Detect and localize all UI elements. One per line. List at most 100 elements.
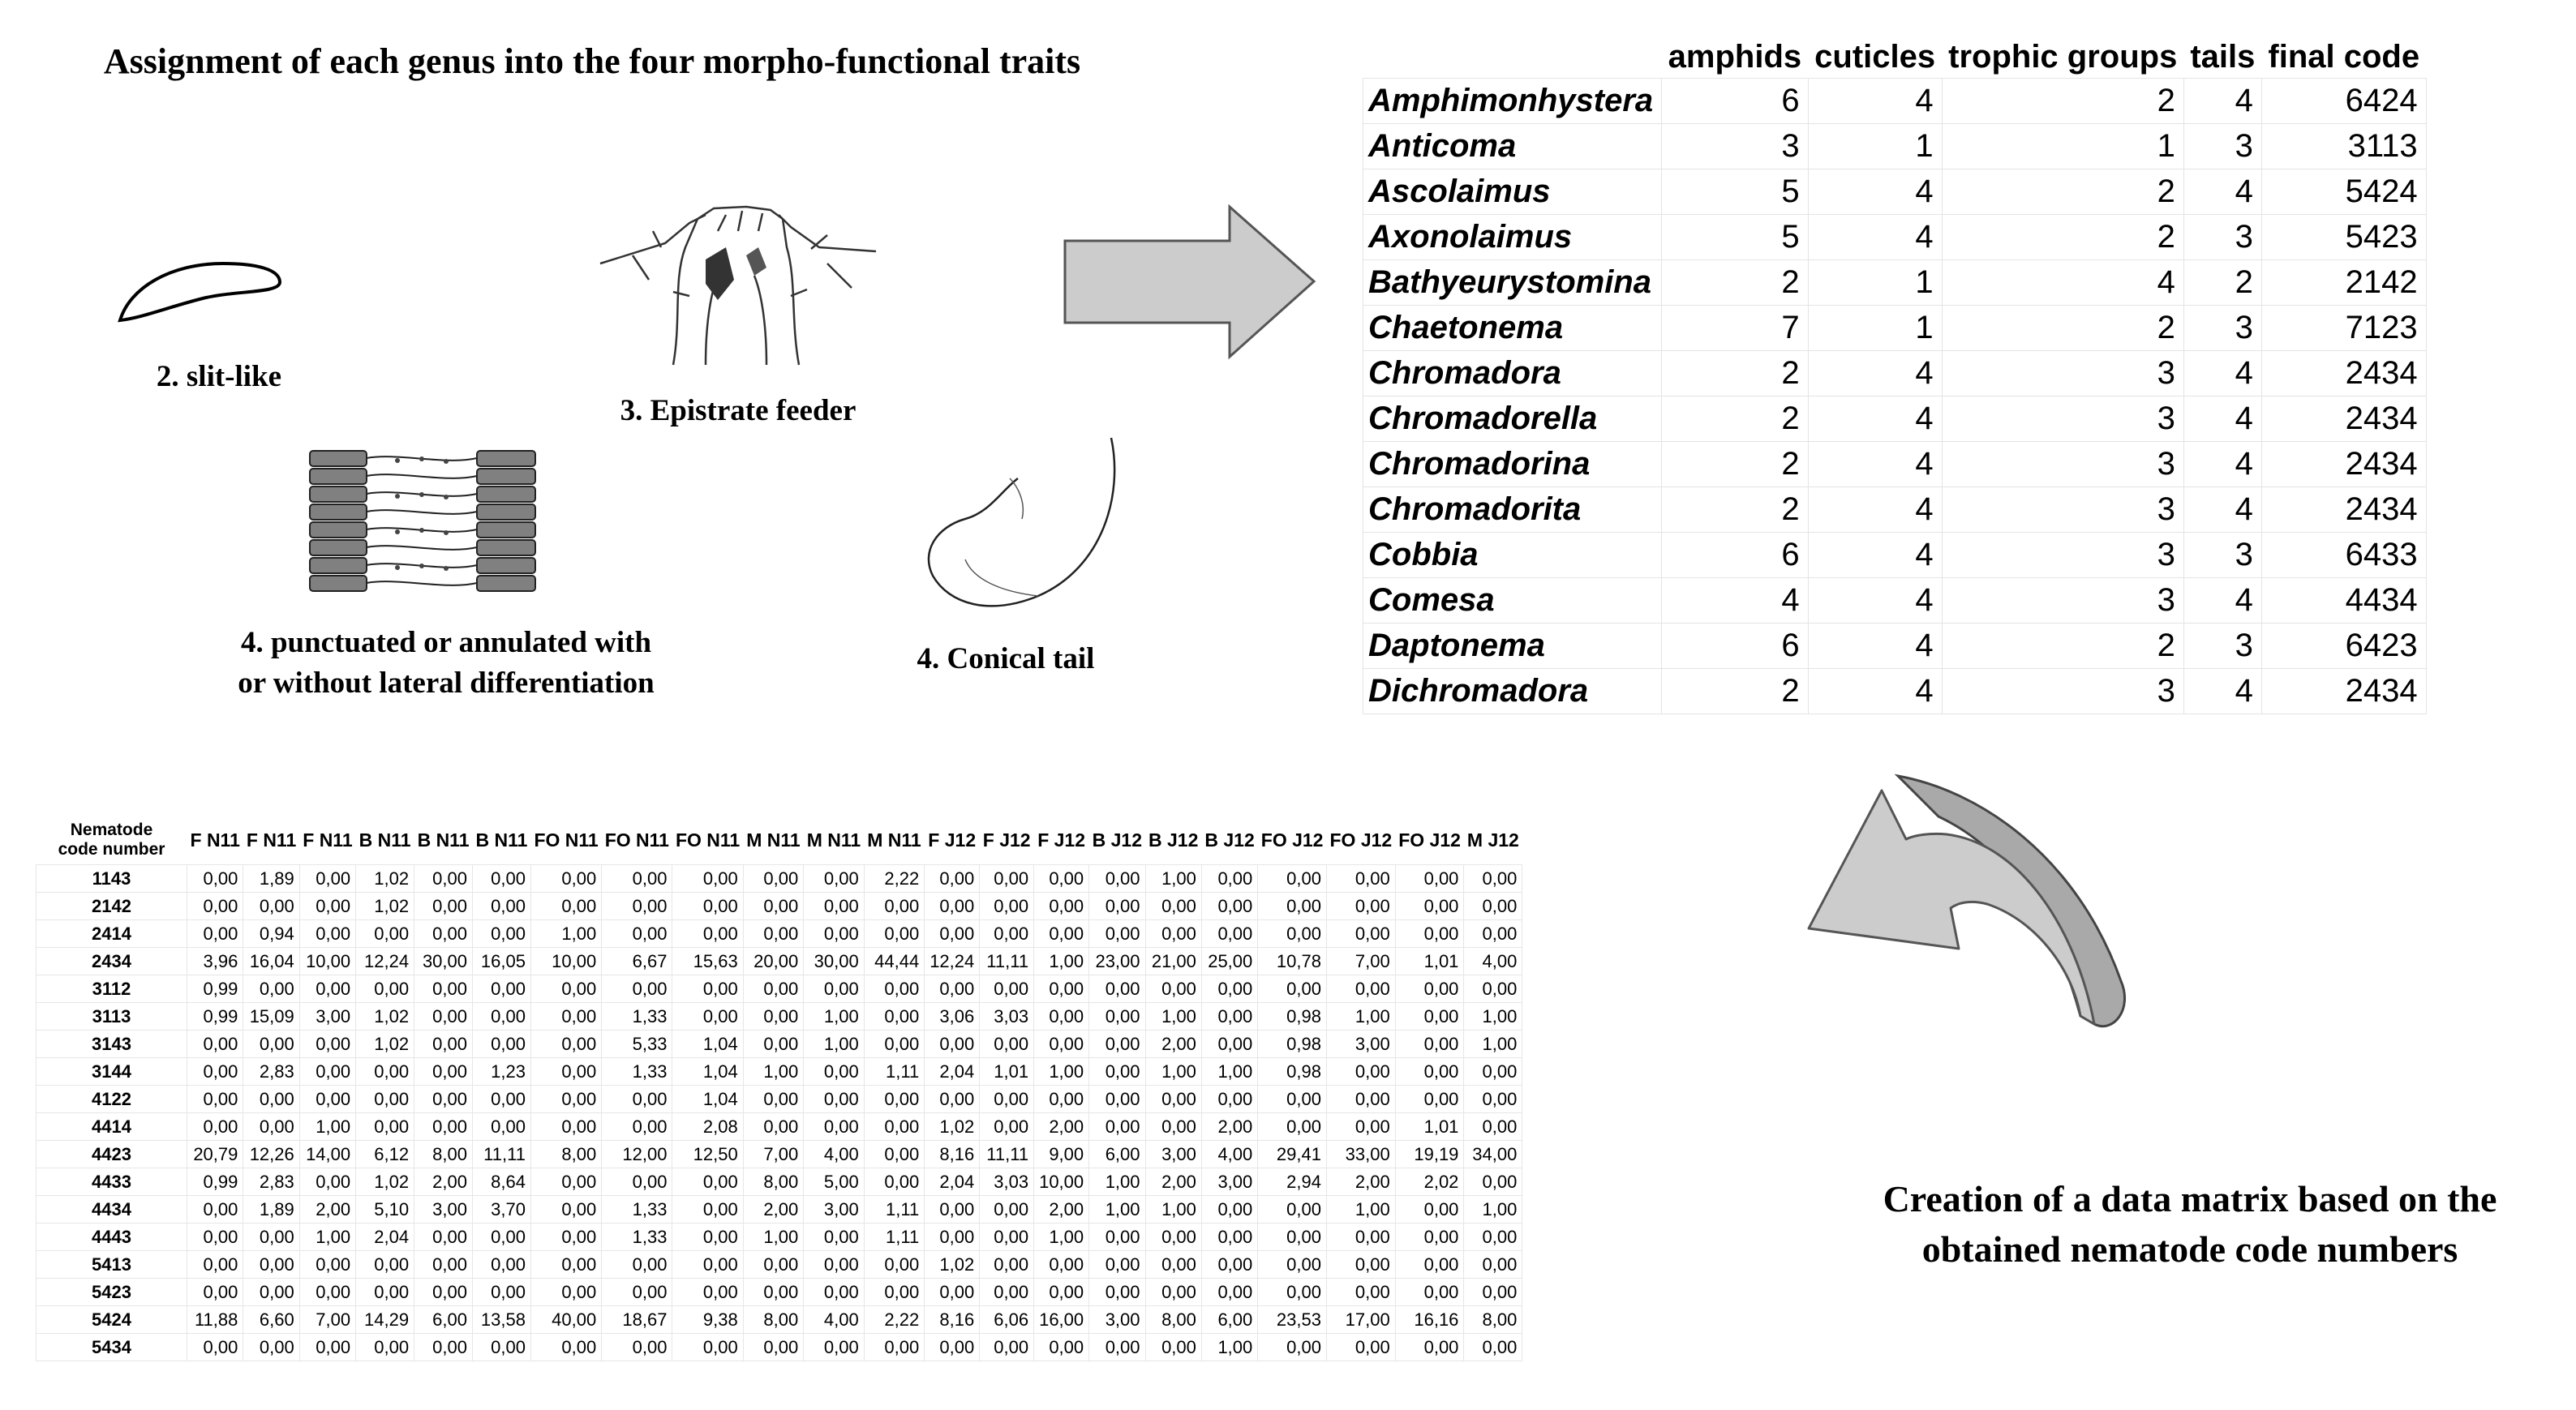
matrix-value-cell: 0,00 [1088,1057,1146,1086]
matrix-value-cell: 3,00 [298,1002,357,1031]
genus-value-cell: 2 [1941,78,2184,124]
code-header-line1: Nematode [70,821,153,839]
matrix-value-cell: 0,00 [1463,1085,1523,1113]
matrix-value-cell: 3,00 [1144,1140,1202,1168]
genus-value-cell: 4 [2183,668,2262,714]
genus-value-cell: 5 [1661,214,1809,260]
matrix-value-cell: 0,00 [1463,892,1523,920]
matrix-value-cell: 11,11 [979,947,1035,975]
matrix-value-cell: 1,00 [1463,1002,1523,1031]
genus-value-cell: 4 [1807,214,1943,260]
matrix-value-cell: 2,94 [1257,1168,1327,1196]
genus-code-table: amphids cuticles trophic groups tails fi… [1362,36,2427,714]
conical-tail-label: 4. Conical tail [917,642,1095,675]
genus-value-cell: 1 [1807,123,1943,169]
matrix-value-cell: 1,02 [355,892,415,920]
matrix-value-cell: 0,00 [924,975,981,1003]
matrix-value-cell: 1,00 [1088,1168,1146,1196]
matrix-value-cell: 0,00 [243,1333,300,1361]
matrix-value-cell: 0,00 [1088,1085,1146,1113]
matrix-value-cell: 0,00 [863,1278,925,1306]
genus-value-cell: 3 [1661,123,1809,169]
matrix-value-cell: 0,00 [1088,1333,1146,1361]
matrix-value-cell: 0,00 [298,919,357,948]
matrix-value-cell: 0,00 [1394,1278,1465,1306]
matrix-value-cell: 0,00 [1463,1112,1523,1141]
matrix-value-cell: 0,00 [243,975,300,1003]
matrix-value-cell: 0,00 [1088,919,1146,948]
genus-value-cell: 2 [1941,305,2184,351]
matrix-value-cell: 0,00 [742,1250,805,1279]
matrix-value-cell: 10,00 [530,947,603,975]
matrix-col-header: F J12 [928,829,977,851]
genus-value-cell: 4 [1941,259,2184,306]
matrix-col-header: F J12 [982,829,1031,851]
matrix-value-cell: 0,00 [530,1057,603,1086]
matrix-value-cell: 0,00 [472,1250,531,1279]
matrix-value-cell: 0,00 [1394,864,1465,893]
matrix-value-cell: 20,79 [186,1140,244,1168]
matrix-value-cell: 0,00 [530,975,603,1003]
matrix-value-cell: 1,23 [472,1057,531,1086]
figure-title: Assignment of each genus into the four m… [103,41,1081,81]
matrix-value-cell: 0,00 [298,1030,357,1058]
matrix-value-cell: 0,00 [1325,1112,1396,1141]
genus-name-cell: Chromadorella [1362,396,1663,442]
matrix-value-cell: 0,00 [601,1278,673,1306]
genus-value-cell: 2 [1661,441,1809,487]
matrix-value-cell: 0,00 [243,1030,300,1058]
matrix-value-cell: 0,00 [472,975,531,1003]
matrix-value-cell: 0,00 [863,975,925,1003]
matrix-value-cell: 0,00 [1144,975,1202,1003]
genus-name-cell: Bathyeurystomina [1362,259,1663,306]
matrix-code-cell: 3113 [36,1002,187,1031]
matrix-value-cell: 0,00 [186,1278,244,1306]
matrix-value-cell: 0,00 [601,1085,673,1113]
matrix-value-cell: 0,00 [742,1333,805,1361]
matrix-value-cell: 20,00 [742,947,805,975]
matrix-value-cell: 1,00 [1144,1195,1202,1224]
matrix-value-cell: 0,00 [672,1250,744,1279]
genus-value-cell: 3 [1941,441,2184,487]
matrix-value-cell: 0,00 [1394,975,1465,1003]
matrix-value-cell: 1,00 [1325,1002,1396,1031]
matrix-value-cell: 19,19 [1394,1140,1465,1168]
matrix-value-cell: 1,33 [601,1195,673,1224]
matrix-value-cell: 0,00 [1325,1333,1396,1361]
matrix-value-cell: 0,00 [1257,1278,1327,1306]
genus-value-cell: 3 [1941,350,2184,396]
matrix-value-cell: 0,94 [243,919,300,948]
matrix-value-cell: 0,00 [243,892,300,920]
matrix-value-cell: 0,00 [979,1250,1035,1279]
matrix-value-cell: 0,00 [924,1278,981,1306]
matrix-value-cell: 0,00 [1144,1112,1202,1141]
annulated-cuticle-icon [309,450,536,592]
matrix-value-cell: 1,89 [243,1195,300,1224]
matrix-value-cell: 0,00 [414,1112,473,1141]
matrix-value-cell: 0,00 [1257,864,1327,893]
matrix-value-cell: 0,00 [803,1333,865,1361]
matrix-value-cell: 10,00 [1033,1168,1090,1196]
matrix-code-cell: 2142 [36,892,187,920]
matrix-value-cell: 0,00 [298,1250,357,1279]
matrix-value-cell: 10,00 [298,947,357,975]
genus-name-cell: Anticoma [1362,123,1663,169]
matrix-value-cell: 0,00 [1257,1195,1327,1224]
matrix-value-cell: 0,00 [530,1250,603,1279]
matrix-caption: Creation of a data matrix based on the o… [1817,1174,2563,1275]
matrix-value-cell: 1,04 [672,1057,744,1086]
matrix-value-cell: 0,00 [1394,1333,1465,1361]
matrix-value-cell: 10,78 [1257,947,1327,975]
matrix-value-cell: 0,00 [1394,1250,1465,1279]
matrix-value-cell: 0,00 [1394,1057,1465,1086]
matrix-col-header: FO J12 [1329,829,1393,851]
matrix-value-cell: 0,00 [1394,919,1465,948]
